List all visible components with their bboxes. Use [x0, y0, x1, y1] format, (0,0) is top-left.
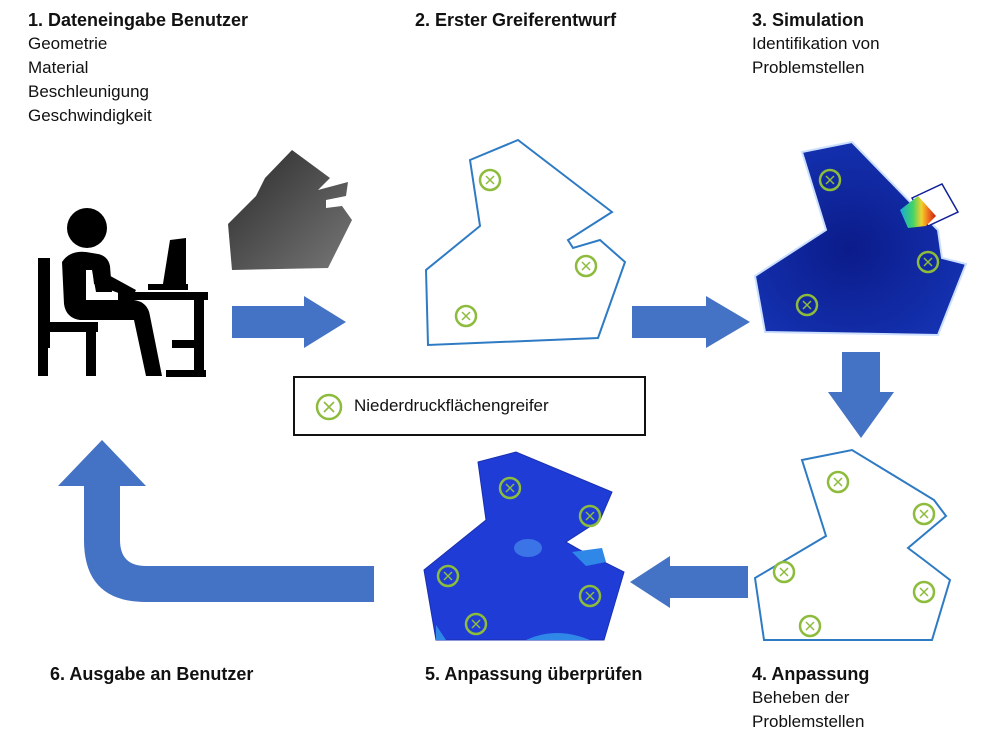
legend-label: Niederdruckflächengreifer [354, 396, 549, 415]
arrow-down-icon [828, 352, 894, 438]
step-1-line: Geschwindigkeit [28, 106, 152, 125]
gripper-circle-x-icon [315, 393, 343, 421]
step-1-title: 1. Dateneingabe Benutzer [28, 10, 249, 30]
step-3-line: Identifikation von [752, 34, 880, 53]
step-2-title: 2. Erster Greiferentwurf [415, 10, 617, 30]
step-4-line: Beheben der [752, 688, 850, 707]
step-1-line: Material [28, 58, 89, 77]
part-geometry-solid [228, 150, 352, 270]
step-4: 4. Anpassung Beheben der Problemstellen [752, 662, 869, 734]
step-1-line: Beschleunigung [28, 82, 149, 101]
user-at-computer-icon [38, 208, 208, 377]
arrow-up-return-icon [58, 440, 374, 602]
simulation-result [753, 140, 968, 337]
step-3-line: Problemstellen [752, 58, 865, 77]
step-6-title: 6. Ausgabe an Benutzer [50, 664, 254, 684]
step-3: 3. Simulation Identifikation von Problem… [752, 8, 880, 80]
arrow-right-icon [232, 296, 346, 348]
step-1-line: Geometrie [28, 34, 108, 53]
step-4-line: Problemstellen [752, 712, 865, 731]
step-6: 6. Ausgabe an Benutzer [50, 662, 253, 686]
step-4-title: 4. Anpassung [752, 664, 870, 684]
verification-result [423, 451, 625, 641]
step-5: 5. Anpassung überprüfen [425, 662, 642, 686]
step-2: 2. Erster Greiferentwurf [415, 8, 616, 32]
step-1: 1. Dateneingabe Benutzer Geometrie Mater… [28, 8, 248, 128]
legend-box: Niederdruckflächengreifer [293, 376, 646, 436]
gripper-design-initial [424, 138, 627, 347]
step-5-title: 5. Anpassung überprüfen [425, 664, 643, 684]
step-3-title: 3. Simulation [752, 10, 865, 30]
gripper-design-adjusted [753, 448, 952, 641]
arrow-left-icon [630, 556, 748, 608]
arrow-right-icon [632, 296, 750, 348]
